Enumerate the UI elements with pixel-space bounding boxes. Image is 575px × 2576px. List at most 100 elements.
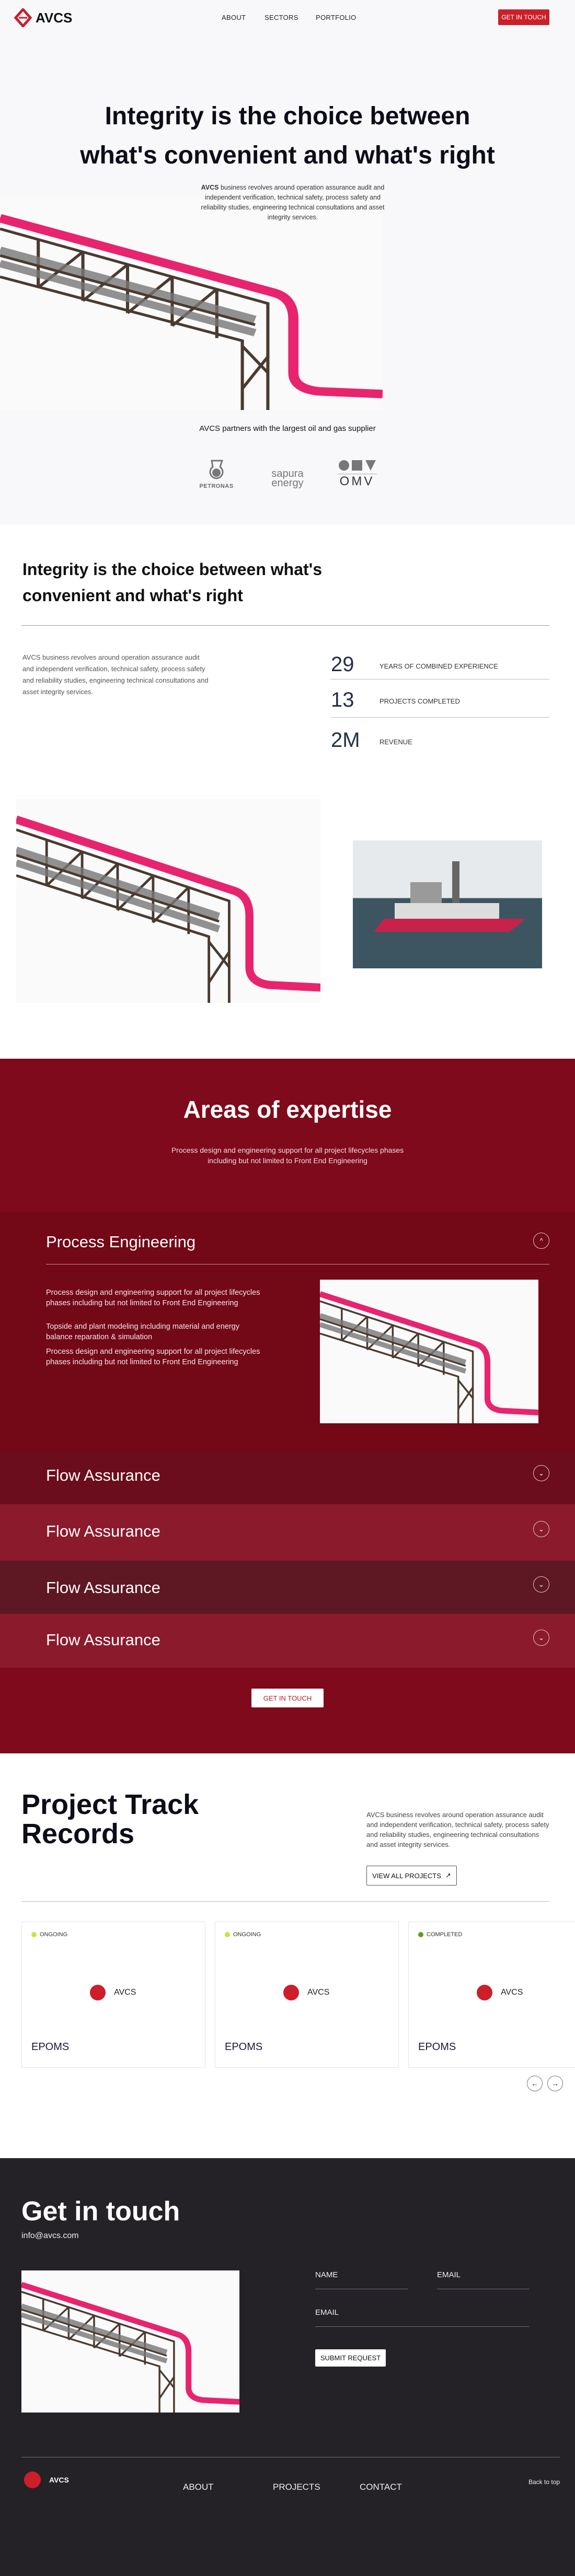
about-title: Integrity is the choice between what's c… — [22, 560, 323, 605]
divider — [21, 1901, 549, 1902]
email-label: EMAIL — [437, 2270, 461, 2279]
ship-illustration — [374, 861, 525, 932]
message-field[interactable] — [315, 2326, 529, 2327]
project-name: EPOMS — [418, 2041, 456, 2053]
avcs-dot-icon — [283, 1985, 299, 2000]
card-logo: AVCS — [90, 1985, 136, 2000]
project-name: EPOMS — [31, 2041, 70, 2053]
logo[interactable]: AVCS — [14, 8, 72, 27]
pipeline-image — [320, 1280, 538, 1423]
project-card[interactable]: COMPLETED AVCS EPOMS — [408, 1922, 575, 2068]
partner-logo-petronas: PETRONAS — [198, 460, 235, 493]
stat-value: 29 — [331, 653, 354, 676]
footer-logo[interactable]: AVCS — [24, 2472, 69, 2488]
about-paragraph: AVCS business revolves around operation … — [22, 653, 209, 696]
partners-text: AVCS partners with the largest oil and g… — [199, 424, 376, 433]
chevron-down-icon[interactable]: ⌄ — [533, 1521, 549, 1537]
projects-paragraph: AVCS business revolves around operation … — [366, 1811, 549, 1848]
card-logo: AVCS — [477, 1985, 523, 2000]
avcs-dot-icon — [477, 1985, 492, 2000]
email-label: EMAIL — [315, 2308, 339, 2317]
hero-section: AVCS ABOUT SECTORS PORTFOLIO GET IN TOUC… — [0, 0, 575, 525]
footer-contact-link[interactable]: CONTACT — [360, 2482, 402, 2492]
stat-label: PROJECTS COMPLETED — [380, 697, 460, 705]
contact-email-link[interactable]: info@avcs.com — [21, 2231, 79, 2240]
submit-request-button[interactable]: SUBMIT REQUEST — [315, 2349, 386, 2367]
avcs-logo-icon — [14, 8, 32, 27]
name-label: NAME — [315, 2270, 338, 2279]
avcs-dot-icon — [24, 2472, 41, 2488]
card-logo: AVCS — [283, 1985, 329, 2000]
pipeline-image — [21, 2270, 239, 2413]
divider — [331, 717, 549, 718]
chevron-down-icon[interactable]: ⌄ — [533, 1576, 549, 1593]
chevron-up-icon[interactable]: ^ — [533, 1233, 549, 1249]
get-in-touch-button[interactable]: GET IN TOUCH — [251, 1689, 324, 1707]
accordion-item[interactable]: Flow Assurance ⌄ — [0, 1504, 575, 1561]
stat-label: YEARS OF COMBINED EXPERIENCE — [380, 662, 498, 670]
divider — [21, 625, 549, 626]
hero-paragraph: AVCS business revolves around operation … — [201, 184, 385, 221]
status-dot-icon — [225, 1932, 230, 1937]
arrow-left-icon[interactable]: ← — [527, 2076, 543, 2091]
status-dot-icon — [418, 1932, 423, 1937]
expertise-subtitle: Process design and engineering support f… — [171, 1146, 404, 1165]
accordion-item[interactable]: Flow Assurance ⌄ — [0, 1614, 575, 1668]
accordion-title: Flow Assurance — [46, 1578, 160, 1597]
logo-text: AVCS — [36, 9, 73, 26]
arrow-up-right-icon: ↗ — [445, 1871, 451, 1879]
chevron-down-icon[interactable]: ⌄ — [533, 1630, 549, 1646]
nav-about[interactable]: ABOUT — [222, 14, 246, 21]
pipeline-illustration — [21, 2270, 239, 2413]
status-badge: COMPLETED — [418, 1931, 462, 1938]
footer-projects-link[interactable]: PROJECTS — [273, 2482, 320, 2492]
accordion-paragraph: Process design and engineering support f… — [46, 1348, 260, 1366]
contact-title: Get in touch — [21, 2196, 180, 2227]
vessel-image — [353, 840, 542, 968]
project-name: EPOMS — [225, 2041, 263, 2053]
accordion-item-open: Process Engineering ^ Process design and… — [0, 1212, 575, 1449]
chevron-down-icon[interactable]: ⌄ — [533, 1465, 549, 1481]
expertise-title: Areas of expertise — [183, 1096, 392, 1123]
accordion-title[interactable]: Process Engineering — [46, 1233, 196, 1251]
divider — [331, 679, 549, 680]
stat-value: 2M — [331, 729, 360, 752]
nav-portfolio[interactable]: PORTFOLIO — [316, 14, 356, 21]
expertise-section: Areas of expertise Process design and en… — [0, 1059, 575, 1753]
stat-value: 13 — [331, 688, 354, 711]
project-card[interactable]: ONGOING AVCS EPOMS — [215, 1922, 399, 2068]
pipeline-image — [0, 197, 383, 410]
petronas-drop-icon — [209, 460, 224, 479]
status-badge: ONGOING — [31, 1931, 67, 1938]
accordion-title: Flow Assurance — [46, 1466, 160, 1484]
accordion-item[interactable]: Flow Assurance ⌄ — [0, 1449, 575, 1504]
omv-mark-icon — [339, 460, 376, 471]
about-section: Integrity is the choice between what's c… — [0, 525, 575, 1059]
accordion-item[interactable]: Flow Assurance ⌄ — [0, 1561, 575, 1614]
pipeline-illustration — [320, 1280, 538, 1423]
accordion-paragraph: Process design and engineering support f… — [46, 1289, 260, 1307]
partner-logo-sapura: sapura energy — [271, 468, 304, 489]
pipeline-illustration — [16, 799, 320, 1003]
stat-label: REVENUE — [380, 738, 412, 746]
accordion-paragraph: Topside and plant modeling including mat… — [46, 1322, 239, 1341]
accordion-title: Flow Assurance — [46, 1522, 160, 1540]
get-in-touch-button[interactable]: GET IN TOUCH — [498, 9, 549, 25]
accordion-title: Flow Assurance — [46, 1631, 160, 1649]
view-all-projects-button[interactable]: VIEW ALL PROJECTS↗ — [366, 1866, 457, 1886]
status-badge: ONGOING — [225, 1931, 261, 1938]
avcs-dot-icon — [90, 1985, 106, 2000]
partner-logo-omv: OMV — [337, 460, 377, 493]
project-card[interactable]: ONGOING AVCS EPOMS — [21, 1922, 205, 2068]
contact-section: Get in touch info@avcs.com NAME EMAIL EM… — [0, 2158, 575, 2576]
arrow-right-icon[interactable]: → — [547, 2076, 563, 2091]
status-dot-icon — [31, 1932, 37, 1937]
footer-about-link[interactable]: ABOUT — [183, 2482, 214, 2492]
nav-sectors[interactable]: SECTORS — [264, 14, 298, 21]
pipeline-image — [16, 799, 320, 1003]
pipeline-illustration — [0, 197, 383, 410]
back-to-top-link[interactable]: Back to top — [528, 2478, 560, 2486]
